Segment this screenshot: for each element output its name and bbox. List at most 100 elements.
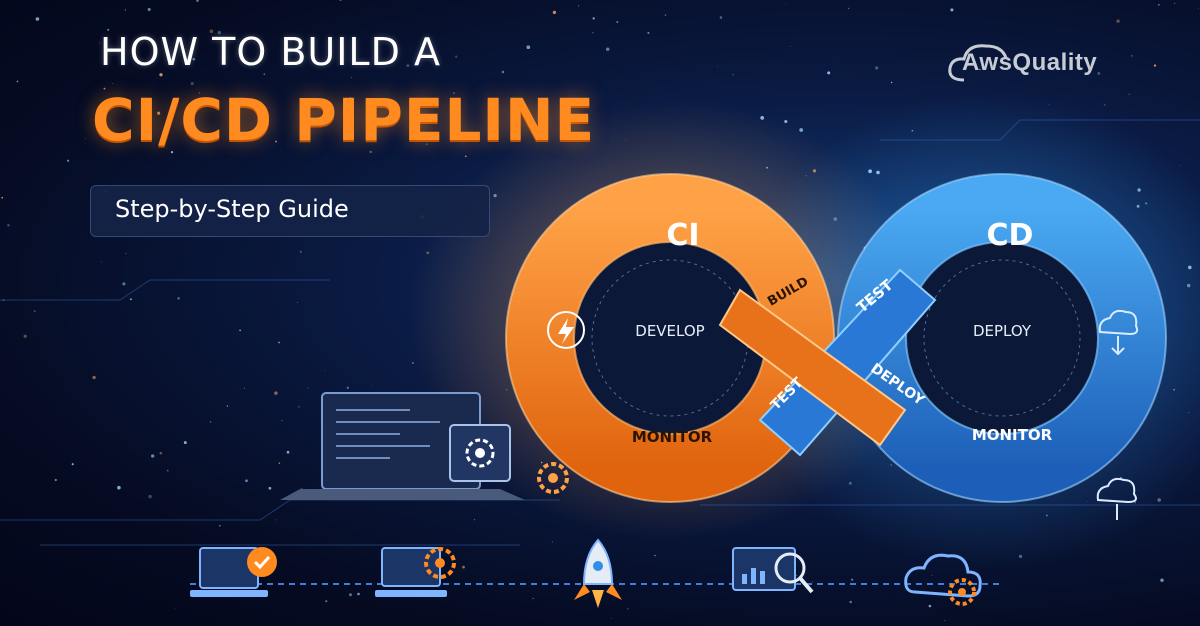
star-dot (170, 150, 174, 154)
star-dot (275, 519, 277, 521)
star-dot (101, 261, 102, 263)
star-dot (325, 600, 328, 603)
star-dot (125, 252, 127, 255)
star-dot (732, 73, 734, 76)
star-dot (278, 462, 281, 464)
star-dot (23, 334, 27, 338)
star-dot (33, 310, 36, 313)
star-dot (217, 30, 222, 35)
star-dot (1187, 283, 1191, 288)
star-dot (406, 64, 410, 67)
star-dot (654, 554, 656, 557)
brand-logo: AwsQuality (946, 38, 1146, 88)
cloud-download-icon (1098, 309, 1139, 356)
star-dot (1160, 578, 1164, 582)
star-dot (196, 0, 199, 2)
star-dot (349, 97, 351, 99)
star-dot (1087, 500, 1089, 502)
star-dot (1188, 411, 1190, 413)
star-dot (540, 461, 543, 464)
star-dot (805, 175, 807, 177)
star-dot (455, 55, 458, 58)
star-dot (219, 524, 221, 527)
star-dot (796, 574, 798, 576)
star-dot (351, 76, 353, 78)
star-dot (209, 421, 212, 423)
star-dot (928, 604, 932, 608)
star-dot (369, 150, 372, 154)
star-dot (526, 45, 531, 50)
star-dot (174, 608, 176, 610)
crossing-arrows (718, 268, 937, 457)
star-dot (552, 541, 553, 543)
star-dot (848, 481, 852, 485)
star-dot (419, 121, 422, 124)
star-dot (616, 21, 619, 23)
star-dot (911, 129, 914, 132)
star-dot (849, 600, 852, 604)
cloud-gear-icon (904, 553, 982, 606)
gear-icon (465, 438, 495, 468)
star-dot (465, 155, 467, 158)
cloud-logo-icon (948, 44, 1008, 82)
star-dot (1045, 514, 1048, 517)
star-dot (1097, 71, 1101, 75)
star-dot (307, 387, 309, 389)
star-dot (147, 7, 151, 12)
star-dot (453, 92, 455, 94)
title-line-1: HOW TO BUILD A (100, 30, 441, 74)
star-dot (157, 111, 161, 115)
star-dot (268, 486, 272, 490)
star-dot (532, 597, 534, 599)
star-dot (1197, 8, 1199, 10)
star-dot (141, 118, 144, 120)
star-dot (281, 420, 283, 422)
star-dot (54, 478, 57, 482)
star-dot (890, 81, 893, 84)
star-dot (1187, 265, 1192, 270)
star-dot (717, 65, 719, 67)
star-dot (1145, 202, 1148, 205)
star-dot (1157, 498, 1161, 502)
star-dot (324, 369, 326, 371)
star-dot (226, 405, 229, 407)
star-dot (371, 384, 373, 386)
star-dot (124, 9, 126, 11)
star-dot (1, 196, 3, 199)
brand-logo-text: AwsQuality (962, 49, 1098, 76)
star-dot (177, 297, 180, 300)
star-dot (501, 70, 505, 74)
star-dot (664, 14, 667, 16)
star-dot (274, 391, 278, 395)
subtitle-text: Step-by-Step Guide (115, 195, 349, 223)
monitor-search-icon (732, 547, 814, 594)
star-dot (851, 578, 854, 581)
star-dot (348, 593, 353, 597)
star-dot (944, 620, 946, 621)
star-dot (1128, 93, 1131, 96)
star-dot (339, 0, 342, 2)
star-dot (199, 92, 201, 94)
star-dot (890, 464, 892, 466)
star-dot (799, 128, 804, 132)
star-dot (610, 618, 612, 619)
star-dot (35, 17, 40, 21)
star-dot (297, 301, 299, 303)
star-dot (875, 66, 879, 70)
star-dot (2, 299, 5, 302)
ci-title: CI (666, 218, 699, 253)
star-dot (1018, 554, 1023, 558)
star-dot (275, 140, 277, 143)
star-dot (357, 592, 360, 596)
gear-orange-icon (537, 462, 569, 494)
star-dot (412, 362, 414, 364)
star-dot (811, 581, 813, 583)
star-dot (107, 28, 110, 31)
star-dot (299, 250, 302, 253)
star-dot (493, 193, 497, 198)
star-dot (784, 4, 786, 6)
star-dot (112, 83, 114, 85)
star-dot (98, 42, 101, 44)
star-dot (426, 251, 430, 255)
star-dot (16, 80, 19, 83)
